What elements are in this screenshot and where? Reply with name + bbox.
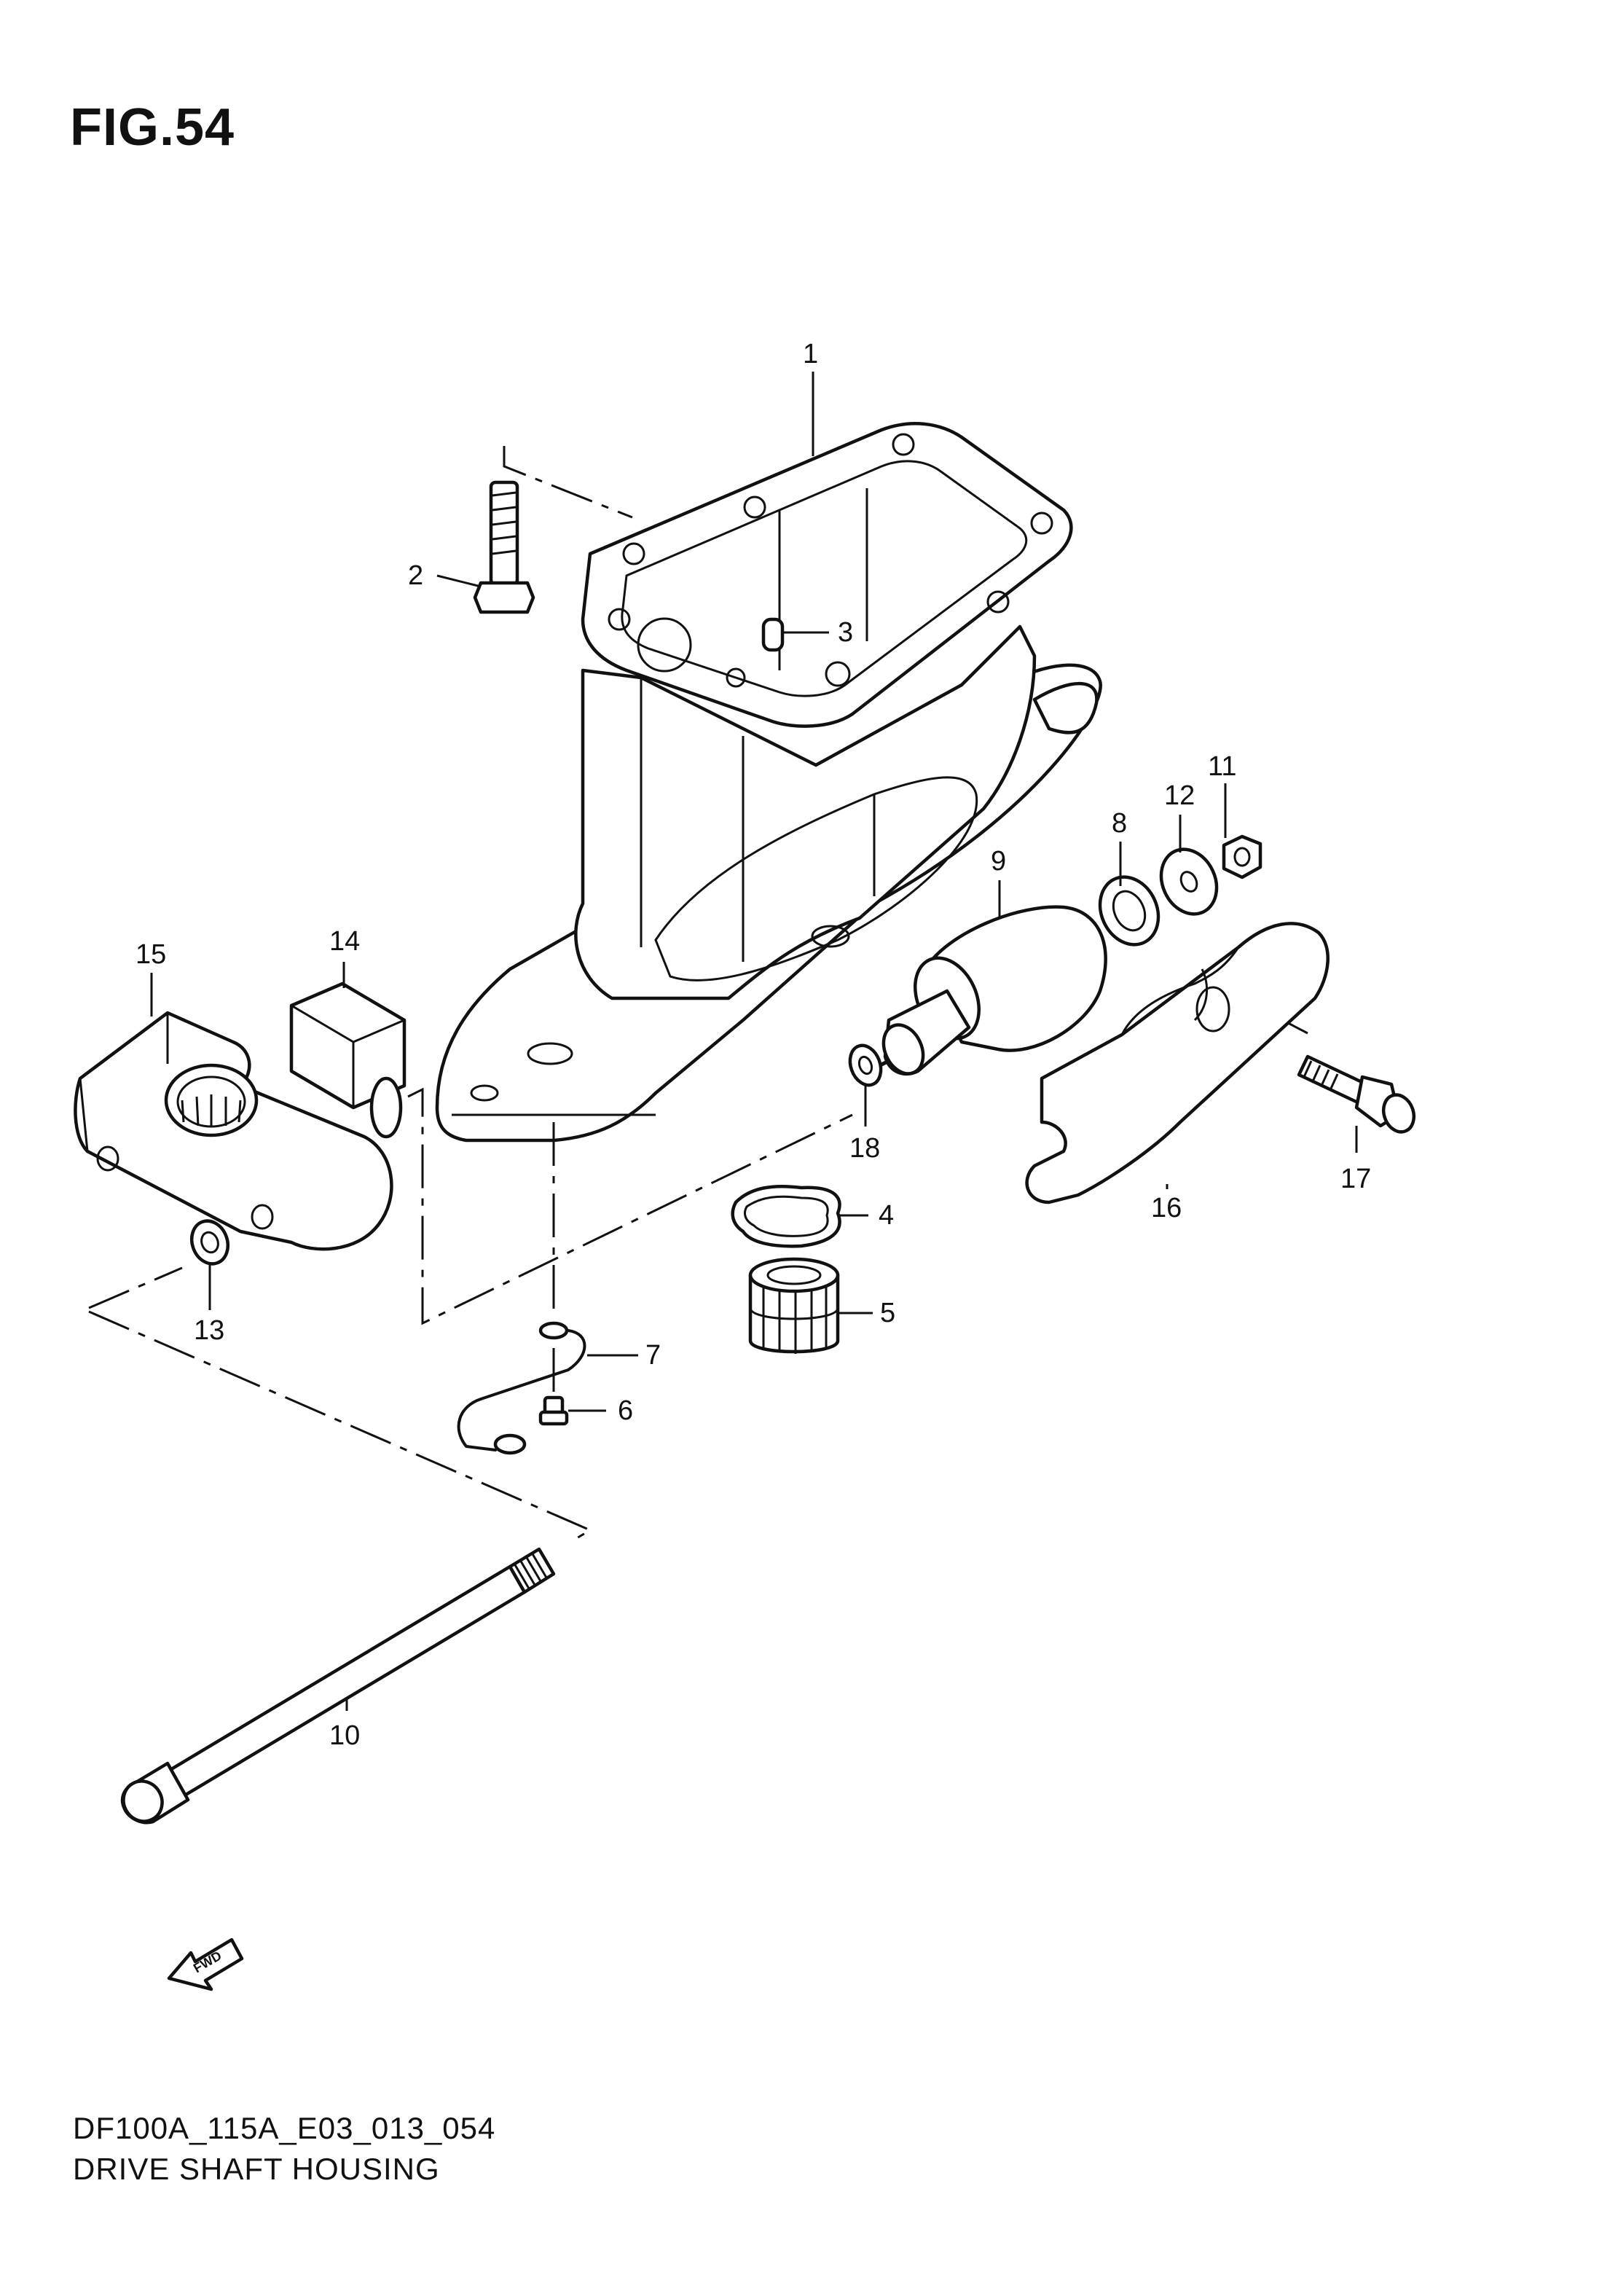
callout-3: 3: [838, 617, 853, 648]
callout-10: 10: [329, 1720, 360, 1751]
callout-13: 13: [194, 1315, 224, 1346]
fwd-arrow-icon: FWD: [167, 1938, 244, 1991]
ground-wire-part-7: [457, 1321, 586, 1455]
washer-part-13: [189, 1219, 230, 1266]
washer-part-8: [1098, 875, 1161, 947]
callout-12: 12: [1164, 780, 1195, 811]
nut-part-11: [1222, 834, 1262, 879]
callout-2: 2: [408, 560, 423, 591]
callout-17: 17: [1340, 1164, 1371, 1194]
callout-14: 14: [329, 926, 360, 957]
bolt-part-2: [473, 480, 535, 614]
washer-part-12: [1159, 847, 1219, 916]
drive-shaft-housing-part: [435, 422, 1102, 1143]
callout-5: 5: [880, 1298, 895, 1328]
leader-lines: [150, 372, 1358, 1711]
callout-16: 16: [1151, 1193, 1182, 1223]
callout-18: 18: [849, 1133, 880, 1164]
screw-part-6: [538, 1395, 569, 1426]
mount-rubber-part-9: [881, 905, 1107, 1076]
long-stud-bolt-part-10: [120, 1547, 556, 1825]
callout-15: 15: [136, 939, 166, 970]
flange-bolt-holes: [608, 433, 1053, 688]
bushing-part-5: [748, 1257, 840, 1354]
callout-6: 6: [618, 1395, 633, 1426]
callout-8: 8: [1112, 808, 1127, 839]
callout-labels: 1 2 3 4 5 6 7 8 9 10 11 12 13 14 15 16 1…: [136, 339, 1371, 1751]
dowel-pin-part-3: [761, 617, 785, 652]
bolt-part-17: [1297, 1054, 1416, 1134]
washer-part-18: [848, 1043, 883, 1087]
figure-code: DF100A_115A_E03_013_054: [73, 2111, 496, 2145]
figure-name: DRIVE SHAFT HOUSING: [73, 2152, 440, 2186]
callout-11: 11: [1208, 751, 1236, 782]
callout-9: 9: [991, 846, 1006, 877]
callout-7: 7: [645, 1340, 661, 1371]
callout-4: 4: [879, 1200, 894, 1231]
callout-1: 1: [803, 339, 818, 369]
gasket-part-4: [731, 1184, 841, 1248]
rubber-pad-part-14: [289, 982, 407, 1110]
figure-title: FIG.54: [70, 98, 235, 157]
bracket-part-15: [74, 1011, 403, 1251]
mount-cover-part-16: [1025, 922, 1330, 1204]
